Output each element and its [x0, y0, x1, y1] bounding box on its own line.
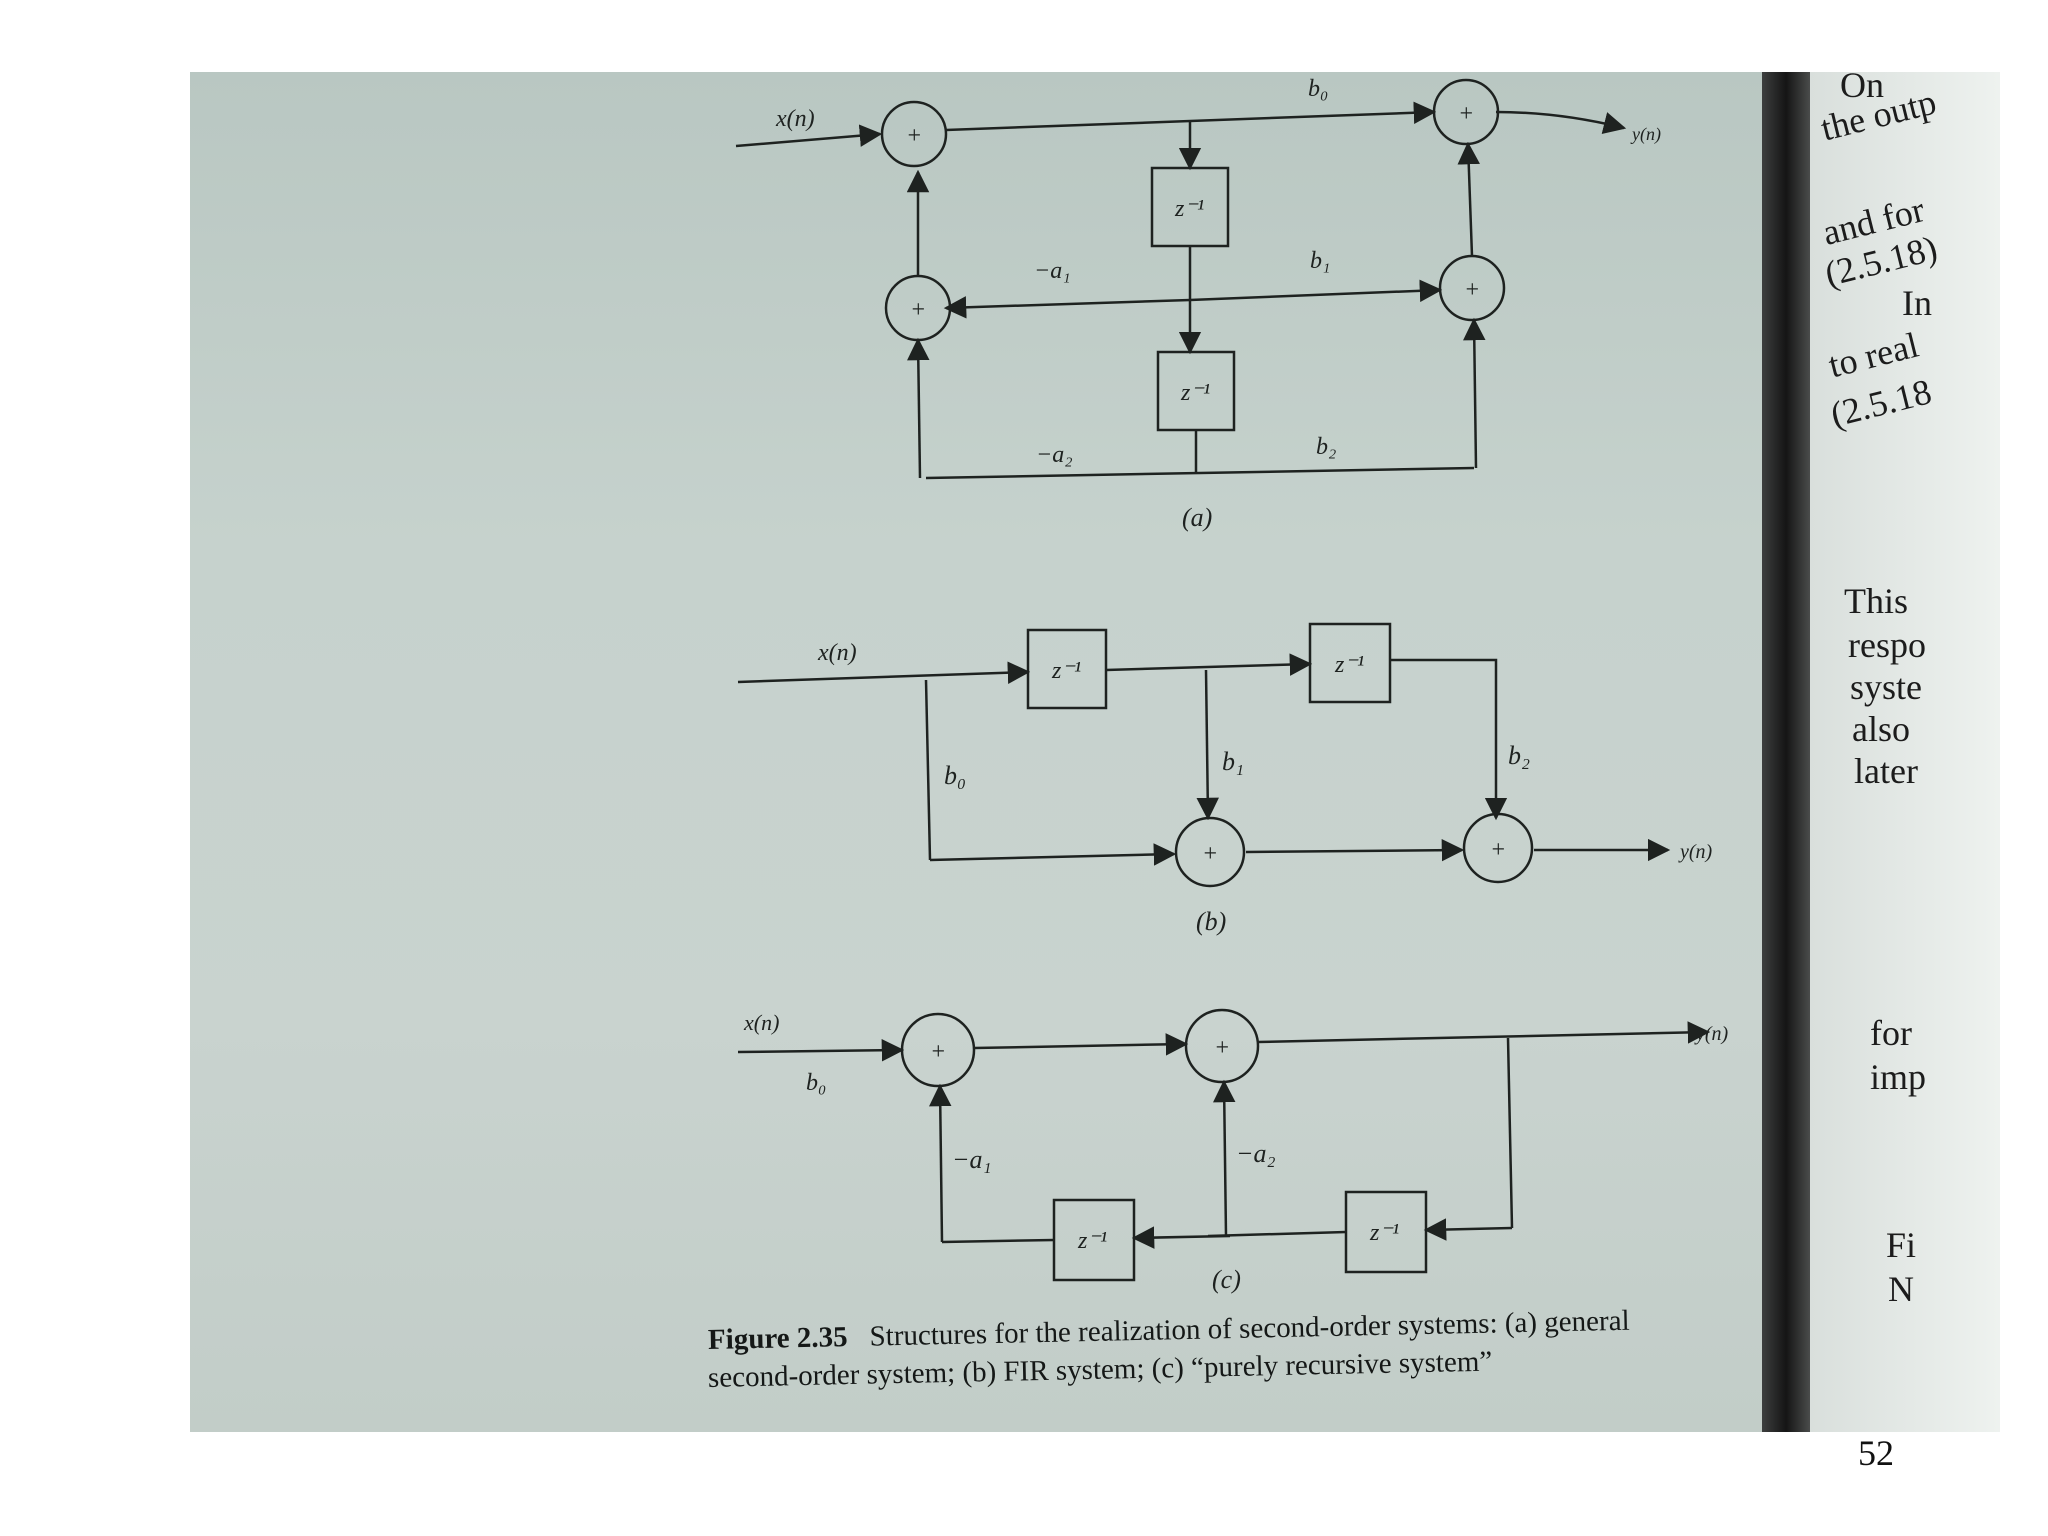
- book-photo: On the outp and for (2.5.18) In to real …: [190, 72, 2000, 1432]
- b-tap-b0-right: [929, 843, 1177, 866]
- right-page-fragment: later: [1854, 751, 1918, 791]
- a-input-line: [735, 124, 883, 148]
- diagram-c-labels: x(n) y(n) b₀ −a₁ −a₂ z⁻¹ z⁻¹ + + (c): [743, 1010, 1729, 1294]
- c-input-line: [737, 1038, 905, 1062]
- c-adder-2: [1184, 1008, 1260, 1084]
- right-page-fragment: respo: [1848, 625, 1926, 665]
- diagram-c: [737, 1008, 1711, 1282]
- figure-number: Figure 2.35: [707, 1321, 848, 1356]
- c-output-line: [1257, 1021, 1711, 1044]
- b-input-label: x(n): [817, 640, 857, 666]
- b-coef-b0: b₀: [944, 761, 966, 790]
- b-delay-1-label: z⁻¹: [1051, 658, 1081, 684]
- a-adder-sign: +: [910, 297, 926, 323]
- a-output-line: [1495, 110, 1627, 135]
- b-tap-b2: [1390, 658, 1508, 821]
- a-output-label: y(n): [1630, 124, 1661, 145]
- b-delay-1: [1026, 628, 1108, 710]
- right-page-fragment: N: [1888, 1269, 1914, 1309]
- b-adder-sign: +: [1202, 841, 1218, 867]
- a-bottom-line: [925, 466, 1475, 480]
- book-spine: [1762, 72, 1810, 1432]
- diagram-b: [737, 622, 1671, 888]
- b-between-delays: [1105, 653, 1313, 676]
- a-feedback-a1: [943, 296, 1191, 319]
- c-adder-sign: +: [930, 1039, 946, 1065]
- a-adder-mid-left: [884, 274, 952, 342]
- c-adder-link: [973, 1033, 1189, 1056]
- right-page-fragment: In: [1902, 283, 1932, 323]
- a-coef-a1: −a₁: [1034, 258, 1071, 284]
- a-adder-sign: +: [906, 123, 922, 149]
- c-delay-2: [1344, 1190, 1428, 1274]
- a-adder-top-left: [880, 100, 948, 168]
- a-coef-b2: b₂: [1316, 434, 1336, 460]
- b-tap-b1: [1196, 669, 1219, 821]
- page-number: 52: [1858, 1433, 1894, 1473]
- c-coef-a1: −a₁: [952, 1145, 992, 1174]
- right-page-fragment: imp: [1870, 1057, 1927, 1097]
- c-adder-sign: +: [1214, 1035, 1230, 1061]
- right-page-fragment: also: [1852, 709, 1910, 749]
- a-right-up-to-adder: [1463, 317, 1486, 469]
- c-delay2-out: [1207, 1230, 1347, 1238]
- diagram-a-labels: x(n) y(n) b₀ b₁ b₂ −a₁ −a₂ z⁻¹ z⁻¹ + + +…: [775, 76, 1661, 532]
- diagram-a: [735, 78, 1627, 480]
- c-delay-2-label: z⁻¹: [1369, 1220, 1399, 1246]
- c-feedback-a2: [1213, 1079, 1236, 1237]
- b-output-label: y(n): [1678, 841, 1713, 863]
- a-coef-b0: b₀: [1308, 76, 1328, 102]
- c-input-label: x(n): [743, 1010, 779, 1035]
- b-coef-b1: b₁: [1222, 747, 1244, 776]
- a-delay-2-label: z⁻¹: [1180, 380, 1210, 406]
- a-adder-mid-right: [1438, 254, 1506, 322]
- b-adder-link: [1245, 838, 1465, 862]
- c-delay1-out: [941, 1238, 1055, 1244]
- diagram-b-labels: x(n) y(n) b₀ b₁ b₂ z⁻¹ z⁻¹ + + (b): [817, 640, 1713, 936]
- b-input-line: [737, 661, 1031, 684]
- a-input-label: x(n): [775, 106, 815, 132]
- c-feedback-a1: [929, 1083, 952, 1243]
- right-page-fragment: This: [1844, 581, 1909, 621]
- a-coef-a2: −a₂: [1036, 442, 1073, 468]
- a-adder-sign: +: [1458, 101, 1474, 127]
- b-delay-2: [1308, 622, 1392, 704]
- b-subfigure-label: (b): [1196, 907, 1226, 936]
- a-subfigure-label: (a): [1182, 503, 1212, 532]
- c-into-delay1: [1131, 1226, 1231, 1249]
- a-forward-b1: [1189, 279, 1443, 303]
- c-delay-1: [1052, 1198, 1136, 1282]
- c-into-delay2: [1423, 1218, 1513, 1241]
- c-coef-b0: b₀: [806, 1070, 826, 1096]
- a-adder-top-right: [1432, 78, 1500, 146]
- b-adder-2: [1462, 812, 1534, 884]
- right-page-fragment: for: [1870, 1013, 1912, 1053]
- a-coef-b1: b₁: [1310, 248, 1330, 274]
- a-delay-2: [1156, 350, 1236, 432]
- a-adder-sign: +: [1464, 277, 1480, 303]
- b-adder-sign: +: [1490, 837, 1506, 863]
- a-delay-1-label: z⁻¹: [1174, 196, 1204, 222]
- c-coef-a2: −a₂: [1236, 1139, 1276, 1168]
- c-delay-1-label: z⁻¹: [1077, 1228, 1107, 1254]
- a-left-up-to-adder: [907, 337, 930, 479]
- right-page-fragment: Fi: [1886, 1225, 1917, 1265]
- right-page: On the outp and for (2.5.18) In to real …: [1810, 72, 2000, 1432]
- c-right-down: [1506, 1037, 1514, 1229]
- c-output-label: y(n): [1694, 1023, 1729, 1045]
- right-page-fragment: syste: [1850, 667, 1922, 707]
- b-tap-b0-down: [924, 679, 932, 861]
- c-subfigure-label: (c): [1212, 1265, 1241, 1294]
- b-adder-1: [1174, 816, 1246, 888]
- b-delay-2-label: z⁻¹: [1334, 652, 1364, 678]
- right-page-fragment: On: [1840, 72, 1884, 105]
- b-coef-b2: b₂: [1508, 741, 1530, 770]
- a-right-up-to-top: [1457, 141, 1480, 257]
- a-delay-1: [1150, 166, 1230, 248]
- c-adder-1: [900, 1012, 976, 1088]
